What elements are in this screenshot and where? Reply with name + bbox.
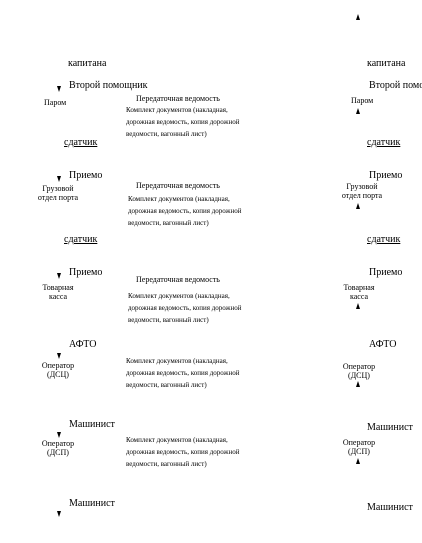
arrow-down-icon [57, 176, 61, 182]
arrow-down-icon [57, 86, 61, 92]
operator-dsp-label-right: Оператор (ДСП) [342, 438, 376, 457]
cargo-dept-label-left: Грузовой отдел порта [37, 184, 79, 203]
ferry-label-left: Паром [44, 98, 67, 107]
arrow-up-icon [356, 108, 360, 114]
transfer-sheet-label-1: Передаточная ведомость [136, 94, 220, 103]
transfer-sheet-label-3: Передаточная ведомость [136, 275, 220, 284]
afto-label-left: АФТО [69, 339, 97, 350]
cash-desk-label-right: Товарная касса [343, 283, 375, 302]
afto-label-right: АФТО [369, 339, 397, 350]
captain-label-left: капитана [68, 58, 107, 69]
receiver-label-right-1: Приемо [369, 170, 403, 181]
arrow-up-icon [356, 14, 360, 20]
arrow-down-icon [57, 273, 61, 279]
arrow-up-icon [356, 203, 360, 209]
arrow-down-icon [57, 432, 61, 438]
document-package-1: Комплект документов (накладная, дорожная… [126, 106, 240, 138]
operator-dsc-label-right: Оператор (ДСЦ) [342, 362, 376, 381]
second-mate-label-right: Второй помо [369, 80, 422, 91]
document-package-4: Комплект документов (накладная, дорожная… [126, 357, 240, 389]
operator-dsp-label-left: Оператор (ДСП) [41, 439, 75, 458]
cargo-dept-label-right: Грузовой отдел порта [341, 182, 383, 201]
receiver-label-left-1: Приемо [69, 170, 103, 181]
operator-dsc-label-left: Оператор (ДСЦ) [41, 361, 75, 380]
document-package-2: Комплект документов (накладная, дорожная… [128, 195, 242, 227]
sender-label-left-1: сдатчик [64, 137, 98, 148]
captain-label-right: капитана [367, 58, 406, 69]
driver-label-left-1: Машинист [69, 419, 115, 430]
receiver-label-right-2: Приемо [369, 267, 403, 278]
sender-label-left-2: сдатчик [64, 234, 98, 245]
driver-label-right-1: Машинист [367, 422, 413, 433]
second-mate-label-left: Второй помощник [69, 80, 148, 91]
ferry-label-right: Паром [351, 96, 374, 105]
document-package-5: Комплект документов (накладная, дорожная… [126, 436, 240, 468]
driver-label-left-2: Машинист [69, 498, 115, 509]
transfer-sheet-label-2: Передаточная ведомость [136, 181, 220, 190]
arrow-up-icon [356, 381, 360, 387]
document-package-3: Комплект документов (накладная, дорожная… [128, 292, 242, 324]
arrow-down-icon [57, 353, 61, 359]
cash-desk-label-left: Товарная касса [42, 283, 74, 302]
sender-label-right-1: сдатчик [367, 137, 401, 148]
arrow-up-icon [356, 458, 360, 464]
driver-label-right-2: Машинист [367, 502, 413, 513]
arrow-down-icon [57, 511, 61, 517]
receiver-label-left-2: Приемо [69, 267, 103, 278]
arrow-up-icon [356, 303, 360, 309]
sender-label-right-2: сдатчик [367, 234, 401, 245]
